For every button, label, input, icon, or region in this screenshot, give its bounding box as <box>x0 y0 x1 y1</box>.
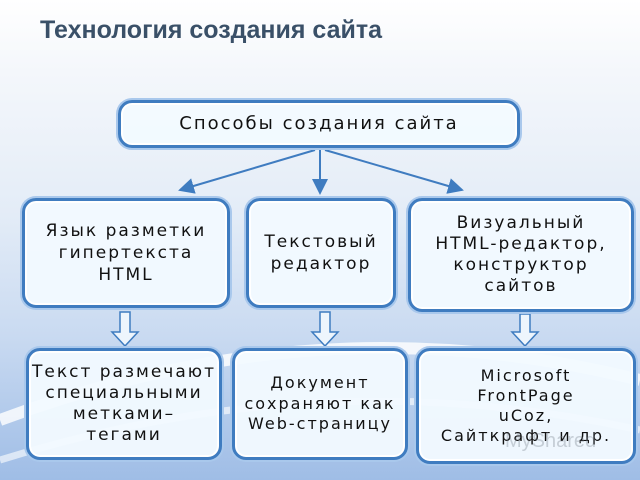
detail-box-text-editor: Документ сохраняют как Web-страницу <box>232 348 408 460</box>
arrow-to-method-1 <box>178 149 316 194</box>
down-arrow-3 <box>510 313 540 348</box>
method-box-text-editor: Текстовый редактор <box>246 198 396 308</box>
method-box-visual-editor: Визуальный HTML-редактор, конструктор са… <box>408 198 634 312</box>
root-box: Способы создания сайта <box>118 100 520 148</box>
detail-box-html: Текст размечают специальными метками– те… <box>26 348 222 460</box>
method-box-html: Язык разметки гипертекста HTML <box>22 198 230 308</box>
arrow-to-method-3 <box>324 149 464 194</box>
down-arrow-2 <box>310 311 340 348</box>
slide-title: Технология создания сайта <box>40 16 383 44</box>
detail-box-visual-editor: Microsoft FrontPage uCoz, Сайткрафт и др… <box>416 348 636 464</box>
down-arrow-1 <box>110 311 140 348</box>
watermark: MyShared <box>505 430 597 452</box>
